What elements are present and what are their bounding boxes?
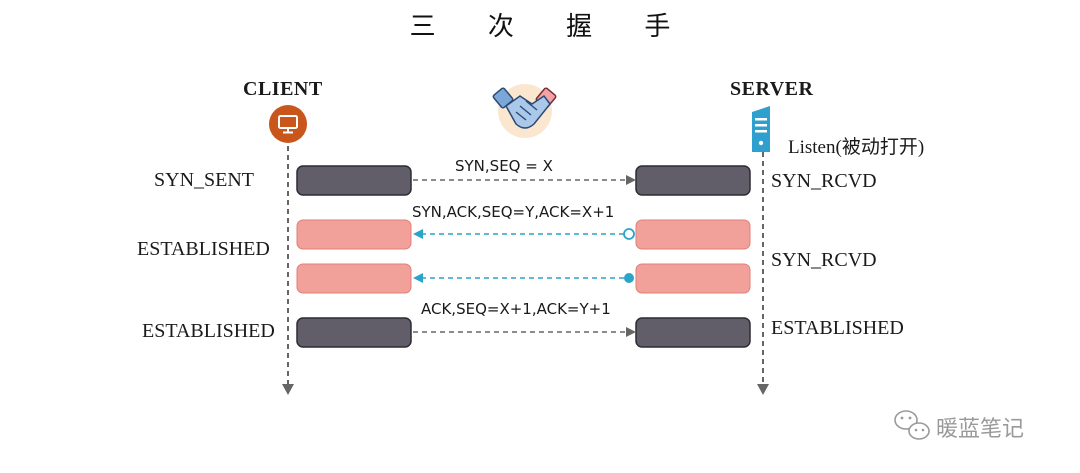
server-block-syn xyxy=(635,165,751,196)
server-label: SERVER xyxy=(730,78,814,100)
client-block-synack-1 xyxy=(296,219,412,250)
client-state-established-1: ESTABLISHED xyxy=(137,238,270,260)
watermark-text: 暖蓝笔记 xyxy=(936,417,1025,442)
server-state-established: ESTABLISHED xyxy=(771,317,904,339)
server-state-syn-rcvd-2: SYN_RCVD xyxy=(771,249,877,271)
handshake-icon xyxy=(492,84,557,138)
diagram-title: 三 次 握 手 xyxy=(409,12,693,42)
client-block-synack-2 xyxy=(296,263,412,294)
client-block-syn xyxy=(296,165,412,196)
client-state-syn-sent: SYN_SENT xyxy=(154,169,255,191)
server-state-syn-rcvd-1: SYN_RCVD xyxy=(771,170,877,192)
client-timeline xyxy=(282,146,294,395)
server-block-ack xyxy=(635,317,751,348)
server-timeline xyxy=(757,152,769,395)
arrow-origin-filled xyxy=(624,273,634,283)
server-icon xyxy=(752,106,770,152)
message-ack: ACK,SEQ=X+1,ACK=Y+1 xyxy=(421,300,611,318)
server-block-synack-1 xyxy=(635,219,751,250)
message-syn: SYN,SEQ = X xyxy=(455,157,553,175)
client-label: CLIENT xyxy=(243,78,323,100)
server-listen-label: Listen(被动打开) xyxy=(788,137,925,158)
server-block-synack-2 xyxy=(635,263,751,294)
wechat-icon xyxy=(894,410,930,440)
arrow-origin-hollow xyxy=(623,228,635,240)
client-block-ack xyxy=(296,317,412,348)
client-state-established-2: ESTABLISHED xyxy=(142,320,275,342)
message-synack: SYN,ACK,SEQ=Y,ACK=X+1 xyxy=(412,203,615,221)
monitor-icon xyxy=(269,105,307,143)
